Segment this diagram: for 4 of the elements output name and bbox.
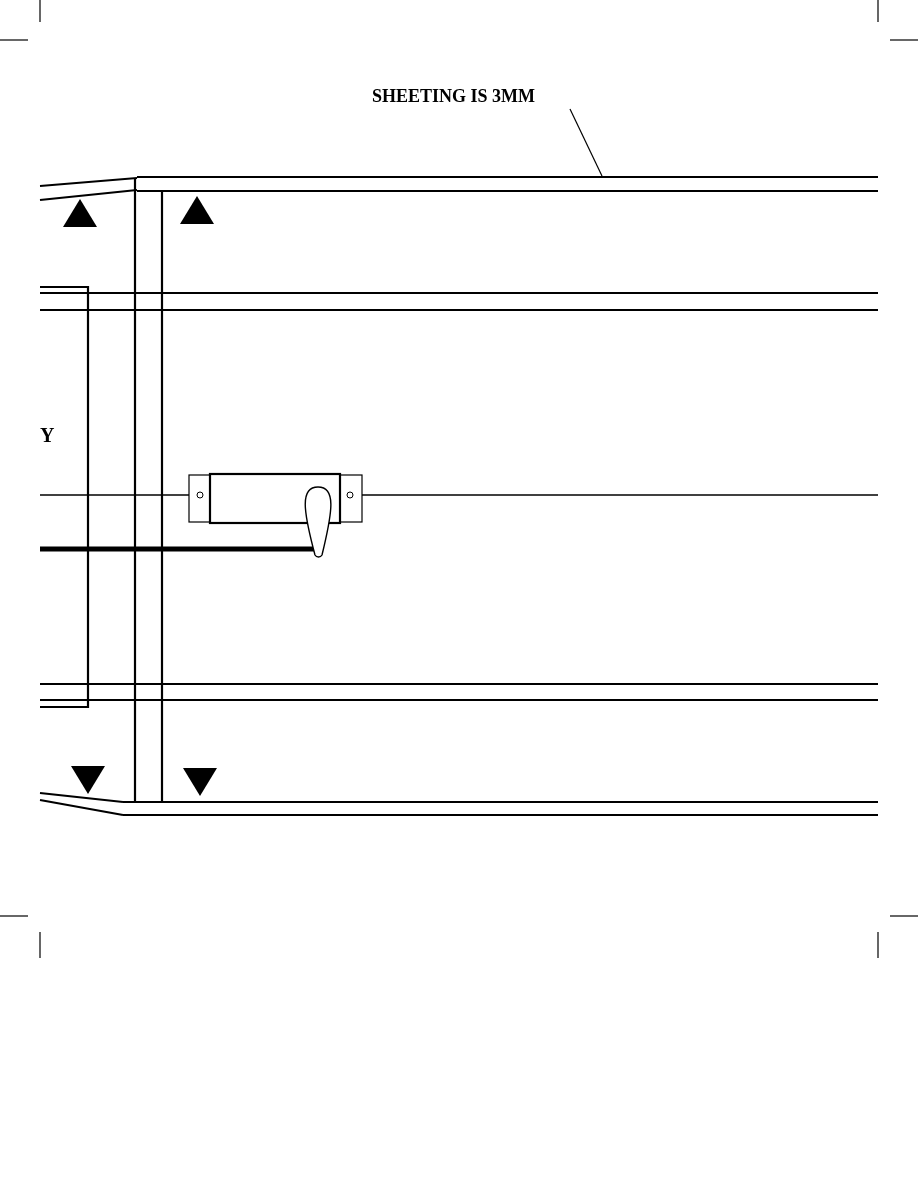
callout-label: SHEETING IS 3MM bbox=[372, 86, 536, 107]
leader-line bbox=[569, 108, 603, 177]
sheeting-strip bbox=[137, 176, 878, 192]
part-letter: Y bbox=[40, 424, 55, 447]
